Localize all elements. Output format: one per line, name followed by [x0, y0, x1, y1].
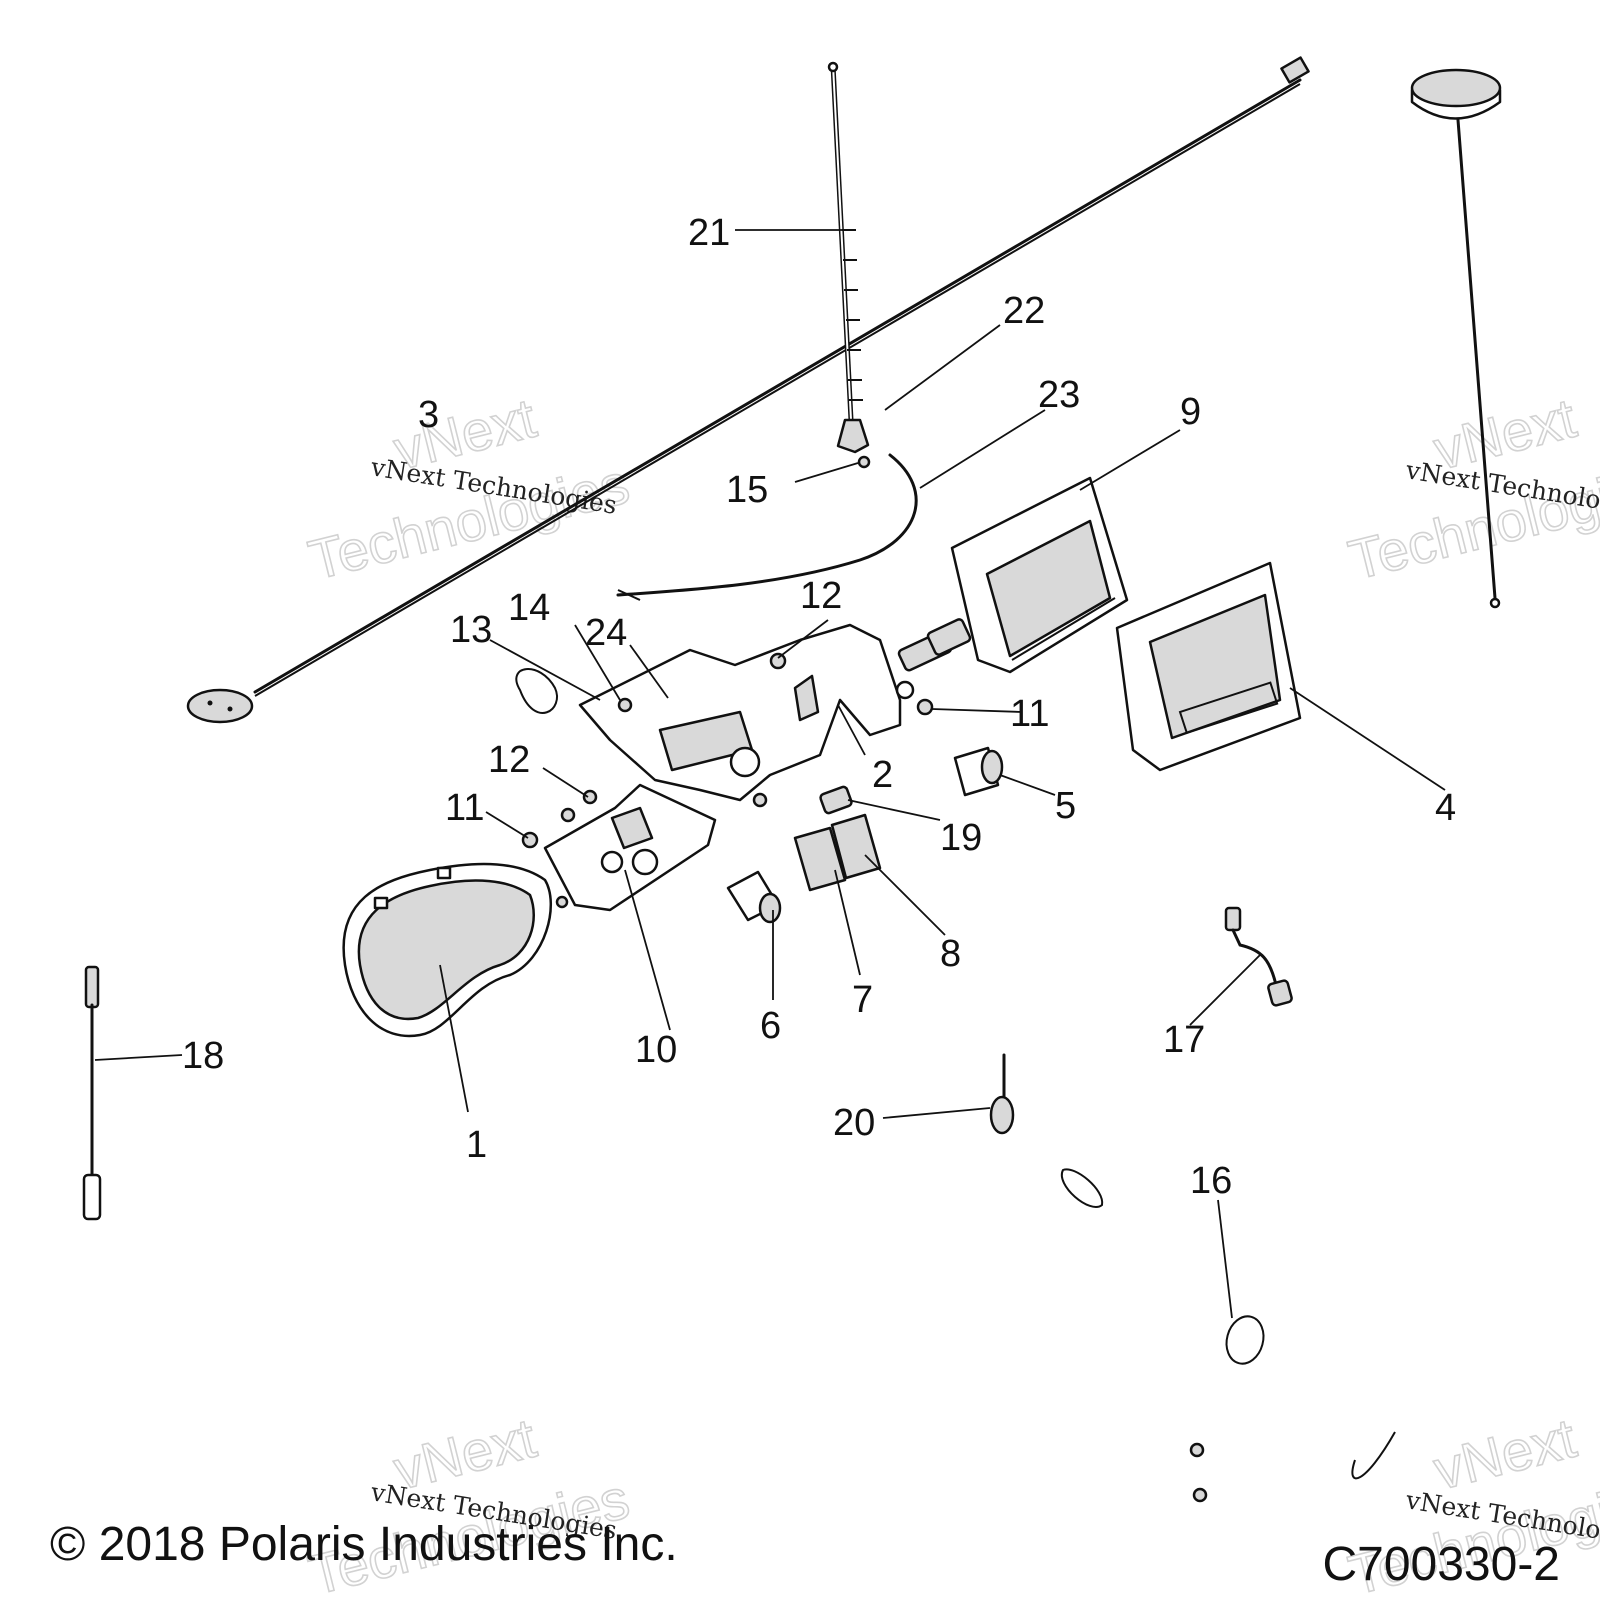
watermark-top-right: vNext Technologies vNext Technologies	[1342, 385, 1600, 592]
leader-lines	[94, 229, 1446, 1319]
part-19-connector	[819, 785, 853, 815]
callout-12-upper: 12	[800, 575, 842, 617]
callout-20: 20	[833, 1102, 875, 1144]
callout-11-lower: 11	[445, 787, 484, 829]
callout-14: 14	[508, 587, 550, 629]
part-18-sensor	[82, 965, 102, 1221]
watermark-top-left: vNext Technologies vNext Technologies	[302, 385, 636, 592]
callout-18: 18	[182, 1035, 224, 1077]
callout-21: 21	[688, 212, 730, 254]
callout-16: 16	[1190, 1160, 1232, 1202]
callout-9: 9	[1180, 391, 1201, 433]
callout-6: 6	[760, 1005, 781, 1047]
part-15-nut	[857, 455, 871, 469]
part-7-switch	[793, 826, 847, 892]
part-17-harness	[1224, 906, 1293, 1007]
callout-17: 17	[1163, 1019, 1205, 1061]
copyright-notice: © 2018 Polaris Industries Inc.	[50, 1518, 678, 1571]
callout-24: 24	[585, 612, 627, 654]
part-23-antenna-cable	[616, 453, 918, 597]
part-10-switch-panel	[543, 783, 717, 912]
hardware-fasteners	[515, 652, 1396, 1503]
part-2-main-bracket	[578, 623, 915, 802]
part-3-cable-antenna	[186, 56, 1310, 724]
svg-text:vNext: vNext	[1428, 1406, 1583, 1502]
callout-labels: 1 2 3 4 5 6 7 8 9 10 11 11 12 12 13 14 1…	[182, 212, 1456, 1202]
callout-15: 15	[726, 469, 768, 511]
callout-2: 2	[872, 754, 893, 796]
callout-12-lower: 12	[488, 739, 530, 781]
callout-4: 4	[1435, 787, 1456, 829]
part-22-antenna-mount	[836, 418, 870, 454]
diagram-code: C700330-2	[1322, 1538, 1560, 1591]
callout-19: 19	[940, 817, 982, 859]
gps-antenna-puck	[1410, 68, 1502, 609]
part-6-key-switch	[726, 870, 782, 924]
part-8-switch	[830, 813, 882, 880]
callout-5: 5	[1055, 785, 1076, 827]
callout-8: 8	[940, 933, 961, 975]
part-1-gauge-cluster	[342, 862, 553, 1038]
callout-10: 10	[635, 1029, 677, 1071]
callout-13: 13	[450, 609, 492, 651]
callout-7: 7	[852, 979, 873, 1021]
callout-1: 1	[466, 1124, 487, 1166]
callout-22: 22	[1003, 290, 1045, 332]
part-9-display	[950, 476, 1129, 674]
callout-3: 3	[418, 394, 439, 436]
part-5-power-outlet	[953, 746, 1004, 797]
part-4-bezel	[1115, 561, 1302, 772]
harness-connector	[897, 618, 972, 672]
callout-11-upper: 11	[1010, 693, 1049, 735]
callout-23: 23	[1038, 374, 1080, 416]
part-21-whip-antenna	[827, 61, 863, 421]
